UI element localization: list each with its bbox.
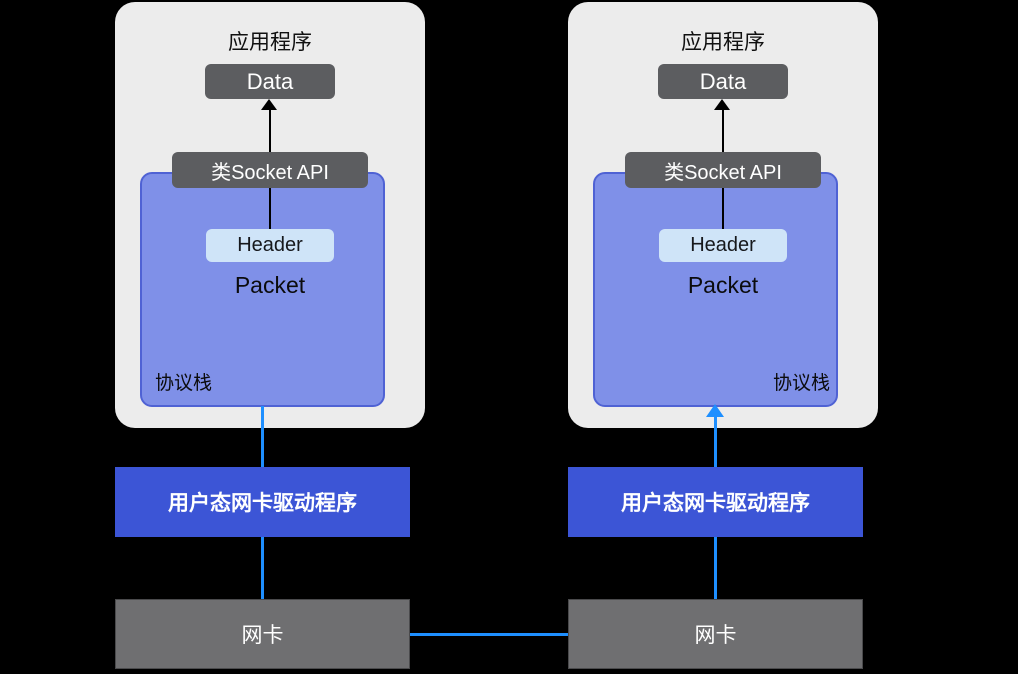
header-box: Header xyxy=(659,229,787,262)
protocol-stack-label: 协议栈 xyxy=(155,373,213,394)
app-panel-left: 应用程序 类Socket API Data Header Packet 协议栈 xyxy=(115,2,425,428)
packet-label: Packet xyxy=(687,272,759,298)
data-up-arrowhead-icon xyxy=(714,99,730,110)
socket-api-box: 类Socket API xyxy=(625,152,821,188)
left-stack-driver-link xyxy=(261,406,264,467)
driver-box-left: 用户态网卡驱动程序 xyxy=(115,467,410,537)
protocol-stack-label: 协议栈 xyxy=(772,373,830,394)
panel-title: 应用程序 xyxy=(681,31,765,54)
data-box: Data xyxy=(205,64,335,99)
header-box: Header xyxy=(206,229,334,262)
panel-title: 应用程序 xyxy=(228,31,312,54)
data-up-arrowhead-icon xyxy=(261,99,277,110)
socket-api-box: 类Socket API xyxy=(172,152,368,188)
packet-label: Packet xyxy=(234,272,306,298)
nic-to-nic-link xyxy=(410,633,568,636)
data-box: Data xyxy=(658,64,788,99)
protocol-stack-box xyxy=(140,172,385,407)
nic-box-left: 网卡 xyxy=(115,599,410,669)
right-driver-stack-link xyxy=(714,416,717,467)
right-stack-uplink-arrowhead-icon xyxy=(706,404,724,417)
app-panel-right: 应用程序 类Socket API Data Header Packet 协议栈 xyxy=(568,2,878,428)
nic-box-right: 网卡 xyxy=(568,599,863,669)
protocol-stack-box xyxy=(593,172,838,407)
driver-box-right: 用户态网卡驱动程序 xyxy=(568,467,863,537)
right-nic-driver-link xyxy=(714,537,717,599)
left-driver-nic-link xyxy=(261,537,264,599)
